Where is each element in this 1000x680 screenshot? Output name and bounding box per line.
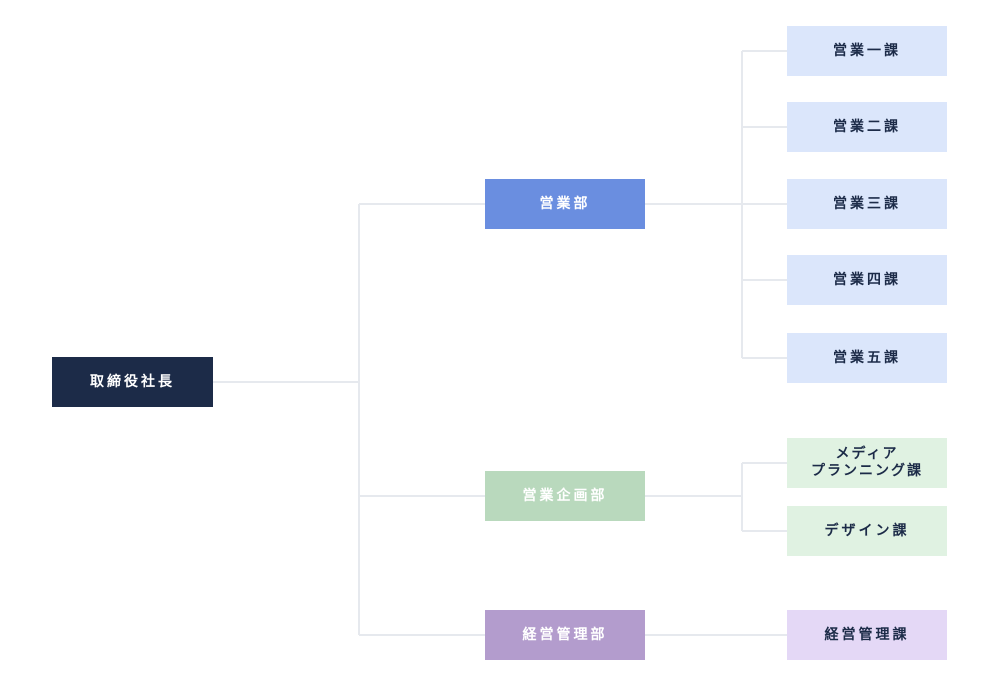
node-section-admin[interactable]: 経営管理課 [787,610,947,660]
node-section-label: 経営管理課 [824,627,910,643]
node-section-sales-1[interactable]: 営業一課 [787,26,947,76]
node-section-label: デザイン課 [824,523,910,539]
node-section-sales-3[interactable]: 営業三課 [787,179,947,229]
node-section-label-line2: プランニング課 [811,463,923,479]
node-section-media-planning[interactable]: メディア プランニング課 [787,438,947,488]
node-section-label: 営業一課 [833,43,901,59]
node-section-sales-5[interactable]: 営業五課 [787,333,947,383]
node-dept-planning[interactable]: 営業企画部 [485,471,645,521]
node-dept-sales-label: 営業部 [539,196,591,212]
node-section-label: 営業四課 [833,272,901,288]
node-section-sales-2[interactable]: 営業二課 [787,102,947,152]
node-ceo-label: 取締役社長 [90,374,175,390]
node-dept-admin-label: 経営管理部 [522,627,608,643]
node-section-label-line1: メディア [835,446,899,462]
node-dept-sales[interactable]: 営業部 [485,179,645,229]
node-ceo[interactable]: 取締役社長 [52,357,213,407]
node-dept-planning-label: 営業企画部 [522,488,608,504]
node-section-label: 営業五課 [833,350,901,366]
node-section-label: 営業三課 [833,196,901,212]
node-section-label: 営業二課 [833,119,901,135]
node-section-sales-4[interactable]: 営業四課 [787,255,947,305]
node-dept-admin[interactable]: 経営管理部 [485,610,645,660]
node-section-design[interactable]: デザイン課 [787,506,947,556]
